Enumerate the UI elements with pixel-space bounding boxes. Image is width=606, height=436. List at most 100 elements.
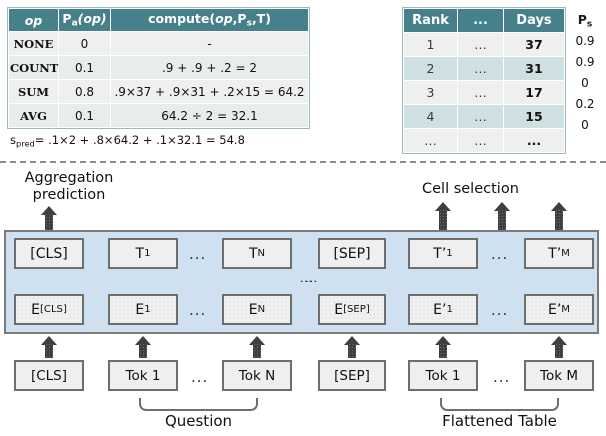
rank-cell: 3: [403, 80, 458, 105]
table-row: SUM 0.8 .9×37 + .9×31 + .2×15 = 64.2: [8, 79, 309, 104]
mid-cell: …: [457, 56, 504, 81]
mid-cell: …: [457, 32, 504, 57]
node-label: T’: [548, 245, 562, 262]
arrow-head-icon: [494, 202, 510, 211]
node-label: E: [31, 301, 40, 318]
output-node-sep: [SEP]: [318, 238, 386, 269]
input-arrow-tokm-t: [551, 336, 567, 358]
embedding-row-ellipsis: ...: [491, 301, 509, 319]
embedding-node-e1-prime: E’1: [408, 294, 478, 325]
op-table-header-compute: compute(op,Ps,T): [110, 8, 309, 32]
ps-value: 0.9: [575, 55, 595, 69]
mid-cell: …: [457, 128, 504, 153]
op-table-header-pa: Pa(op): [58, 8, 111, 32]
token-box-sep: [SEP]: [318, 360, 386, 391]
arrow-head-icon: [435, 202, 451, 211]
token-box-cls: [CLS]: [14, 360, 84, 391]
pa-cell: 0.8: [58, 79, 111, 104]
rank-table-header-ellipsis: ...: [457, 8, 504, 33]
node-subscript: 1: [144, 248, 151, 259]
arrow-shaft: [555, 209, 563, 231]
arrow-shaft: [348, 343, 356, 358]
pa-arg: (op): [77, 11, 107, 27]
ps-value: 0.9: [575, 34, 595, 48]
token-box-table-tokm: Tok M: [524, 360, 594, 391]
output-row-ellipsis: ...: [491, 245, 509, 263]
node-label: [SEP]: [333, 245, 371, 262]
node-label: E’: [433, 301, 447, 318]
input-arrow-tok1-t: [435, 336, 451, 358]
pa-cell: 0: [58, 31, 111, 56]
arrow-shaft: [555, 343, 563, 358]
rank-table-header-rank: Rank: [403, 8, 458, 33]
arrow-shaft: [253, 343, 261, 358]
op-cell: NONE: [8, 31, 59, 56]
arrow-head-icon: [249, 336, 265, 345]
aggregation-label-line2: prediction: [32, 187, 106, 203]
input-arrow-tokn-q: [249, 336, 265, 358]
mid-cell: …: [457, 104, 504, 129]
node-label: E: [135, 301, 145, 318]
node-subscript: 1: [446, 304, 453, 315]
aggregation-output-arrow: [41, 206, 57, 231]
compute-cell: .9 + .9 + .2 = 2: [110, 55, 309, 80]
rank-table-header-days: Days: [503, 8, 565, 33]
op-table-header-row: op Pa(op) compute(op,Ps,T): [8, 8, 309, 32]
embedding-node-em-prime: E’M: [524, 294, 594, 325]
cell-selection-arrow: [551, 202, 567, 231]
ps-subscript: s: [586, 19, 593, 30]
op-table-header-op: op: [8, 8, 59, 32]
aggregation-op-table: op Pa(op) compute(op,Ps,T) NONE 0 - COUN…: [8, 8, 309, 128]
ps-symbol: P: [577, 12, 587, 27]
node-subscript: N: [257, 248, 266, 259]
arrow-head-icon: [41, 206, 57, 215]
pa-symbol: P: [62, 11, 72, 27]
arrow-shaft: [45, 343, 53, 358]
ps-value: 0.2: [575, 97, 595, 111]
band-vertical-ellipsis: ⋮: [303, 275, 318, 288]
token-box-question-tokn: Tok N: [222, 360, 292, 391]
days-cell: 37: [503, 32, 565, 57]
compute-op: op: [215, 11, 233, 27]
days-cell: 17: [503, 80, 565, 105]
embedding-node-sep: E[SEP]: [318, 294, 386, 325]
node-label: E: [248, 301, 258, 318]
table-row: 1 … 37: [403, 32, 565, 57]
compute-sub-s: s: [246, 18, 252, 29]
table-row: NONE 0 -: [8, 31, 309, 56]
token-box-question-tok1: Tok 1: [108, 360, 178, 391]
arrow-head-icon: [435, 336, 451, 345]
node-subscript: [CLS]: [39, 304, 67, 315]
rank-cell: 4: [403, 104, 458, 129]
ps-value: 0: [581, 76, 589, 90]
aggregation-prediction-label: Aggregation prediction: [6, 170, 132, 204]
op-cell: SUM: [8, 79, 59, 104]
pa-subscript: a: [71, 18, 78, 29]
cell-selection-arrow: [435, 202, 451, 231]
arrow-shaft: [439, 209, 447, 231]
flattened-table-bracket: [440, 398, 559, 411]
spred-body: = .1×2 + .8×64.2 + .1×32.1 = 54.8: [34, 133, 245, 147]
compute-cell: .9×37 + .9×31 + .2×15 = 64.2: [110, 79, 309, 104]
arrow-head-icon: [41, 336, 57, 345]
node-subscript: 1: [446, 248, 453, 259]
node-label: [CLS]: [30, 245, 68, 262]
question-bracket: [139, 398, 258, 411]
node-subscript: [SEP]: [343, 304, 370, 315]
table-row: COUNT 0.1 .9 + .9 + .2 = 2: [8, 55, 309, 80]
node-label: T’: [433, 245, 447, 262]
compute-mid: ,P: [232, 11, 247, 27]
rank-cell: …: [403, 128, 458, 153]
compute-suffix: ,T): [251, 11, 271, 27]
table-row: 2 … 31: [403, 56, 565, 81]
band-vertical-ellipsis: ⋮: [298, 275, 313, 288]
output-node-cls: [CLS]: [14, 238, 84, 269]
node-subscript: M: [561, 248, 570, 259]
ps-value: 0: [581, 118, 589, 132]
arrow-shaft: [498, 209, 506, 231]
embedding-node-cls: E[CLS]: [14, 294, 84, 325]
node-subscript: M: [561, 304, 570, 315]
cell-selection-arrow: [494, 202, 510, 231]
